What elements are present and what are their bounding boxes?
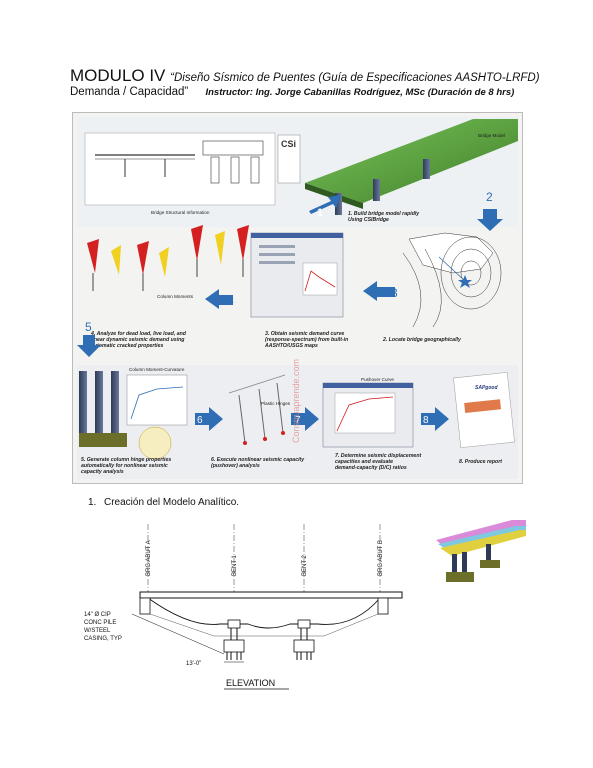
course-title: “Diseño Sísmico de Puentes (Guía de Espe… <box>170 72 540 84</box>
step-7-caption-line-1: 7. Determine seismic displacement <box>335 453 421 459</box>
module-label: MODULO IV <box>70 66 166 85</box>
seismic-hazard-map <box>402 232 502 328</box>
step-6-caption-line-1: 6. Execute nonlinear seismic capacity <box>211 457 305 463</box>
csi-logo: CSi <box>277 134 301 184</box>
bridge-deck <box>139 591 403 629</box>
section-number: 1. <box>88 497 97 508</box>
step-6-caption-line-2: (pushover) analysis <box>211 463 260 469</box>
step-3-arrow: 3 <box>363 281 398 301</box>
step-8-caption: 8. Produce report <box>459 459 502 465</box>
step-1-arrow: 1 <box>309 195 341 219</box>
elevation-drawing: BRG ABUT A BENT 1 BENT 2 BRG ABUT B 14" … <box>84 524 403 690</box>
step-1-caption-line-2: Using CSIBridge <box>348 217 389 223</box>
svg-text:1: 1 <box>317 207 323 219</box>
support-label-bent-1: BENT 1 <box>232 554 238 576</box>
support-label-abut-b: BRG ABUT B <box>378 540 384 576</box>
svg-text:2: 2 <box>486 190 493 204</box>
support-label-abut-a: BRG ABUT A <box>146 540 152 576</box>
svg-text:6: 6 <box>197 415 203 426</box>
step-4-caption-line-1: 4. Analyze for dead load, live load, and <box>90 331 187 337</box>
pile-note-line-1: 14" Ø CIP <box>84 612 111 618</box>
workflow-svg: CSi Bridge Structural Information Bridge… <box>77 117 518 479</box>
document-subtitle: Demanda / Capacidad” Instructor: Ing. Jo… <box>70 86 514 98</box>
bridge-3d-thumbnail <box>436 520 526 582</box>
step-6-arrow: 6 <box>195 407 223 431</box>
pushover-curve-dialog <box>322 382 414 448</box>
step-4-arrow: 4 <box>205 289 234 309</box>
step-1-caption-line-1: 1. Build bridge model rapidly <box>348 211 420 217</box>
step-2-caption: 2. Locate bridge geographically <box>382 337 462 343</box>
step-8-arrow: 8 <box>421 407 449 431</box>
step-7-caption-line-3: demand-capacity (D/C) ratios <box>335 465 407 471</box>
step-2-arrow: 2 <box>477 190 503 231</box>
bent-1 <box>223 619 245 660</box>
svg-text:7: 7 <box>295 415 301 426</box>
step-5-arrow: 5 <box>77 320 101 357</box>
support-centerlines <box>147 524 381 598</box>
dimension-text: 13'-0" <box>186 661 201 667</box>
column-hinge-image <box>79 371 188 460</box>
column-moments-image <box>87 225 249 291</box>
pile-note-line-3: W/STEEL <box>84 628 111 634</box>
pile-note-line-4: CASING, TYP <box>84 636 122 642</box>
plastic-hinges-image <box>228 374 286 445</box>
pushover-curve-label: Pushover Curve <box>361 377 394 382</box>
step-7-arrow: 7 <box>291 407 319 431</box>
section-title: Creación del Modelo Analítico. <box>104 497 240 508</box>
document-title: MODULO IV “Diseño Sísmico de Puentes (Gu… <box>70 66 540 86</box>
structural-info-drawing <box>84 132 276 206</box>
report-logo: SAPgood <box>475 385 498 391</box>
pile-note-leader <box>131 613 225 655</box>
csi-logo-text: CSi <box>281 139 296 149</box>
section-heading-1: 1. Creación del Modelo Analítico. <box>88 497 239 508</box>
step-5-caption-line-2: automatically for nonlinear seismic <box>81 463 168 469</box>
step-5-caption-line-1: 5. Generate column hinge properties <box>81 457 171 463</box>
support-label-bent-2: BENT 2 <box>302 554 308 576</box>
svg-text:5: 5 <box>85 320 92 334</box>
report-image <box>453 372 515 448</box>
step-5-caption-line-3: capacity analysis <box>81 469 124 475</box>
abutment-b <box>377 597 389 615</box>
step-3-caption-line-2: (response-spectrum) from built-in <box>265 337 348 343</box>
step-3-caption-line-1: 3. Obtain seismic demand curve <box>265 331 344 337</box>
svg-text:4: 4 <box>227 294 234 308</box>
watermark: Construaprende.com <box>291 359 301 443</box>
column-moment-curvature-label: Column Moment-Curvature <box>129 367 185 372</box>
abutment-a <box>139 597 151 615</box>
step-4-caption-line-2: linear dynamic seismic demand using <box>91 337 185 343</box>
workflow-figure: CSi Bridge Structural Information Bridge… <box>72 112 523 484</box>
column-moments-label: Column Moments <box>157 294 194 299</box>
elevation-title: ELEVATION <box>226 678 275 688</box>
instructor-line: Instructor: Ing. Jorge Cabanillas Rodríg… <box>205 87 515 98</box>
step-7-caption-line-2: capacities and evaluate <box>335 459 393 465</box>
structural-info-label: Bridge Structural Information <box>151 210 210 215</box>
bent-2 <box>293 619 315 660</box>
step-3-caption-line-3: AASHTO/USGS maps <box>264 343 318 349</box>
plastic-hinges-label: Plastic Hinges <box>261 401 291 406</box>
pile-note-line-2: CONC PILE <box>84 620 116 626</box>
svg-text:8: 8 <box>423 415 429 426</box>
bridge-model-label: Bridge Model <box>478 133 505 138</box>
step-4-caption-line-3: automatic cracked properties <box>91 343 163 349</box>
bridge-model-3d <box>305 119 518 215</box>
svg-text:3: 3 <box>391 286 398 300</box>
response-spectrum-dialog <box>250 232 344 318</box>
course-subtitle: Demanda / Capacidad” <box>70 86 189 98</box>
